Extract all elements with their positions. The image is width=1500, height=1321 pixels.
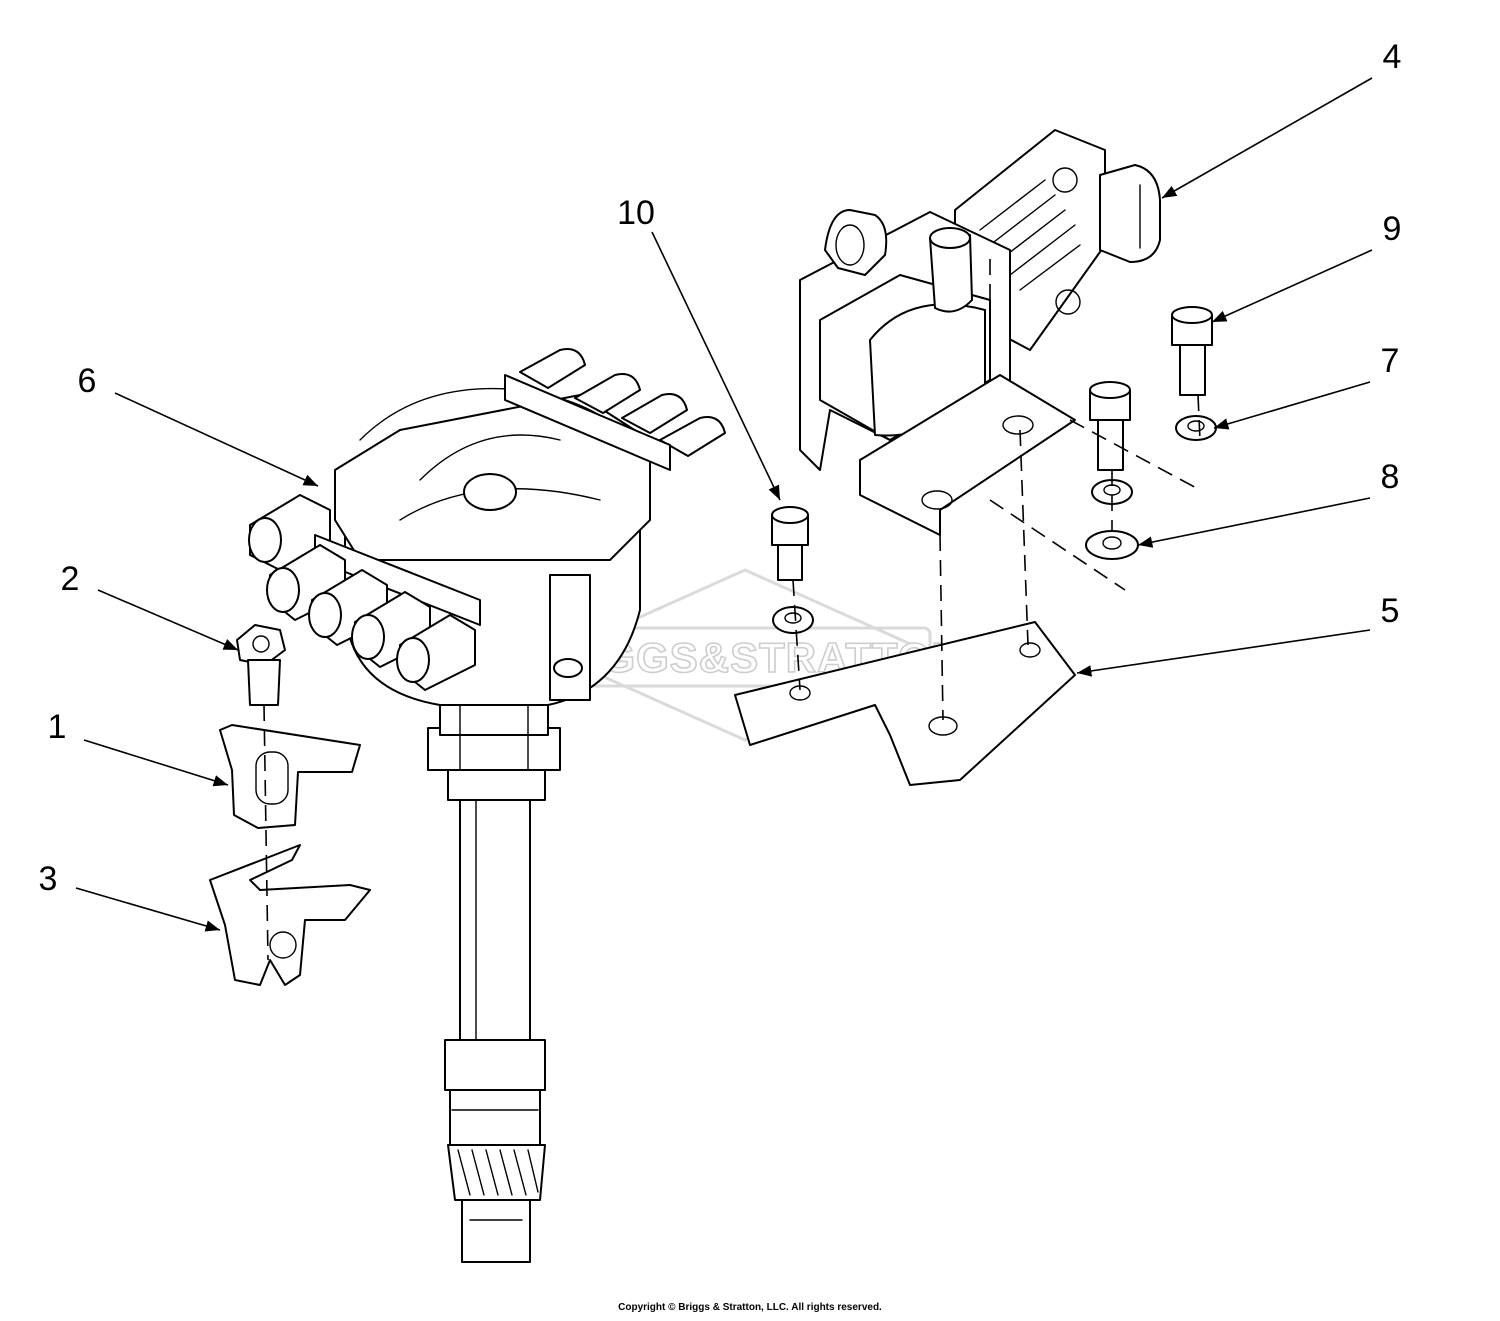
svg-text:8: 8 — [1381, 458, 1400, 496]
callout-6: 6 — [78, 362, 319, 487]
svg-text:7: 7 — [1381, 342, 1400, 380]
front-terminals — [248, 494, 481, 691]
bracket-part-3 — [209, 844, 371, 986]
bracket-part-1 — [219, 724, 361, 829]
svg-text:9: 9 — [1383, 210, 1402, 248]
callout-8: 8 — [1137, 458, 1400, 548]
callout-10: 10 — [617, 194, 781, 501]
copyright-notice: Copyright © Briggs & Stratton, LLC. All … — [618, 1302, 882, 1313]
screw-and-washers-part-8 — [1085, 381, 1139, 560]
rear-terminals — [504, 348, 726, 471]
distributor-assembly — [248, 348, 726, 1263]
callout-1: 1 — [48, 708, 229, 787]
screw-part-10 — [771, 506, 814, 634]
mounting-plate-part-5 — [734, 621, 1076, 786]
svg-text:5: 5 — [1381, 592, 1400, 630]
callout-7: 7 — [1213, 342, 1400, 430]
callout-2: 2 — [61, 560, 239, 651]
svg-text:4: 4 — [1383, 38, 1402, 76]
svg-text:2: 2 — [61, 560, 80, 598]
svg-text:3: 3 — [39, 860, 58, 898]
screw-part-9 — [1171, 306, 1213, 396]
callout-5: 5 — [1076, 592, 1400, 677]
svg-text:6: 6 — [78, 362, 97, 400]
svg-text:1: 1 — [48, 708, 67, 746]
assembly-lines-right — [792, 250, 1201, 721]
callout-4: 4 — [1161, 38, 1402, 199]
callout-9: 9 — [1211, 210, 1402, 323]
bolt-part-2 — [236, 624, 286, 706]
washer-part-7 — [1175, 415, 1217, 441]
callout-3: 3 — [39, 860, 221, 932]
svg-text:10: 10 — [617, 194, 655, 232]
ignition-coil-assembly — [799, 129, 1161, 536]
